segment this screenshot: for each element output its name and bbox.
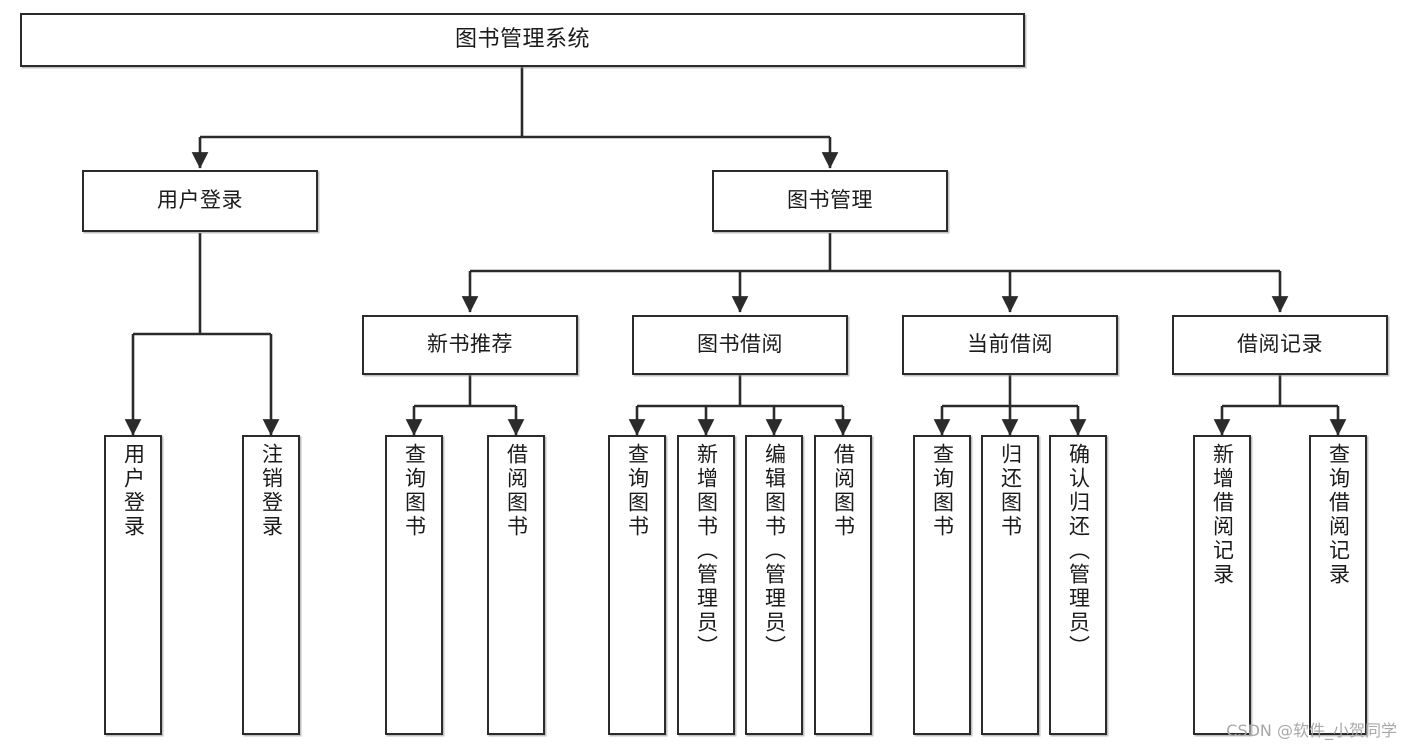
- node-new-book-recommend[interactable]: 新书推荐: [362, 315, 578, 375]
- node-label: 新书推荐: [427, 332, 513, 357]
- node-book-manage[interactable]: 图书管理: [712, 170, 948, 232]
- node-label: 编辑图书（管理员）: [762, 443, 787, 659]
- node-label: 用户登录: [121, 443, 146, 539]
- node-label: 归还图书: [998, 443, 1023, 539]
- node-label: 图书管理: [787, 188, 873, 213]
- node-label: 借阅记录: [1237, 332, 1323, 357]
- node-label: 注销登录: [259, 443, 284, 539]
- node-leaf-add-book[interactable]: 新增图书（管理员）: [677, 435, 735, 735]
- node-label: 借阅图书: [504, 443, 529, 539]
- node-leaf-edit-book[interactable]: 编辑图书（管理员）: [745, 435, 803, 735]
- node-label: 新增图书（管理员）: [694, 443, 719, 659]
- node-leaf-borrow-book-2[interactable]: 借阅图书: [814, 435, 872, 735]
- node-root-system[interactable]: 图书管理系统: [20, 13, 1025, 67]
- node-leaf-query-book-3[interactable]: 查询图书: [913, 435, 971, 735]
- node-leaf-return-book[interactable]: 归还图书: [981, 435, 1039, 735]
- node-borrow-record[interactable]: 借阅记录: [1172, 315, 1388, 375]
- node-label: 当前借阅: [967, 332, 1053, 357]
- node-leaf-query-book-1[interactable]: 查询图书: [385, 435, 443, 735]
- node-label: 查询图书: [402, 443, 427, 539]
- node-leaf-confirm-return[interactable]: 确认归还（管理员）: [1049, 435, 1107, 735]
- node-leaf-user-login[interactable]: 用户登录: [104, 435, 162, 735]
- node-label: 查询图书: [625, 443, 650, 539]
- node-label: 查询图书: [930, 443, 955, 539]
- node-label: 图书借阅: [697, 332, 783, 357]
- node-label: 确认归还（管理员）: [1066, 443, 1091, 659]
- node-label: 图书管理系统: [454, 26, 590, 52]
- node-user-login[interactable]: 用户登录: [82, 170, 318, 232]
- node-current-borrow[interactable]: 当前借阅: [902, 315, 1118, 375]
- node-label: 新增借阅记录: [1210, 443, 1235, 587]
- node-label: 用户登录: [157, 188, 243, 213]
- node-leaf-query-book-2[interactable]: 查询图书: [608, 435, 666, 735]
- csdn-watermark: CSDN @软件_小贺同学: [1226, 721, 1397, 740]
- node-leaf-add-record[interactable]: 新增借阅记录: [1193, 435, 1251, 735]
- node-leaf-borrow-book-1[interactable]: 借阅图书: [487, 435, 545, 735]
- node-label: 借阅图书: [831, 443, 856, 539]
- node-label: 查询借阅记录: [1326, 443, 1351, 587]
- node-book-borrow[interactable]: 图书借阅: [632, 315, 848, 375]
- node-leaf-query-record[interactable]: 查询借阅记录: [1309, 435, 1367, 735]
- node-leaf-logout[interactable]: 注销登录: [242, 435, 300, 735]
